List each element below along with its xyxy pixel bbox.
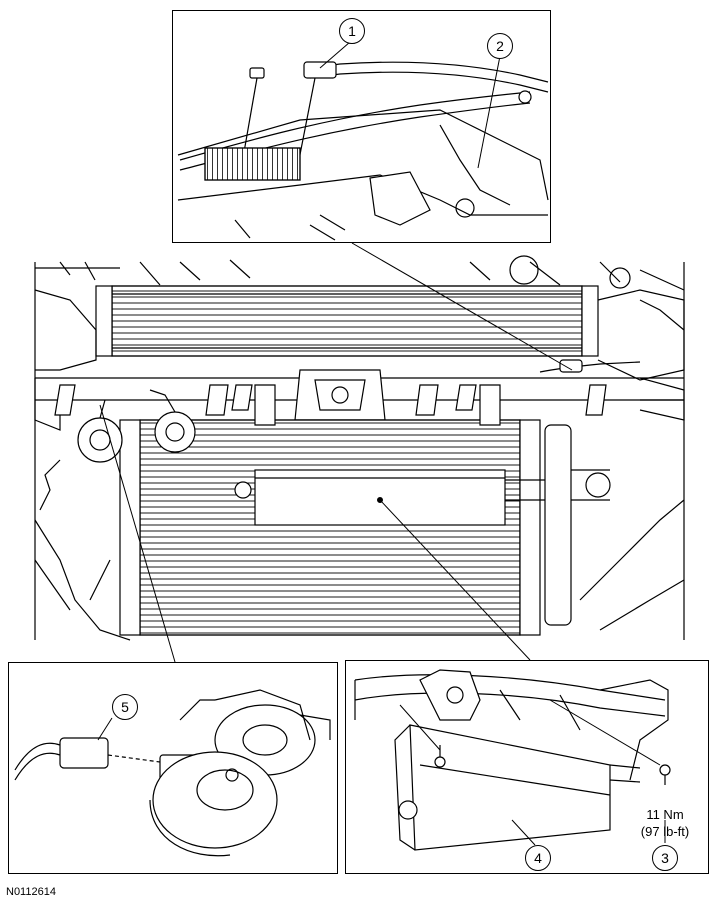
cooler-inset-frame <box>345 660 709 874</box>
horn-inset-frame <box>8 662 338 874</box>
callout-3: 3 <box>652 845 678 871</box>
horn-inset-artwork <box>14 689 331 857</box>
torque-spec: 11 Nm (97 lb-ft) <box>620 806 710 840</box>
callout-5: 5 <box>112 694 138 720</box>
top-inset-artwork <box>177 61 549 241</box>
figure-id: N0112614 <box>6 886 56 898</box>
leader-lines <box>99 242 573 663</box>
cooler-inset-artwork <box>354 669 671 851</box>
torque-lbft: (97 lb-ft) <box>640 824 690 839</box>
callout-2: 2 <box>487 33 513 59</box>
torque-nm: 11 Nm <box>646 807 684 822</box>
callout-1: 1 <box>339 18 365 44</box>
callout-4: 4 <box>525 845 551 871</box>
main-view <box>34 255 685 641</box>
top-inset-frame <box>172 10 551 243</box>
